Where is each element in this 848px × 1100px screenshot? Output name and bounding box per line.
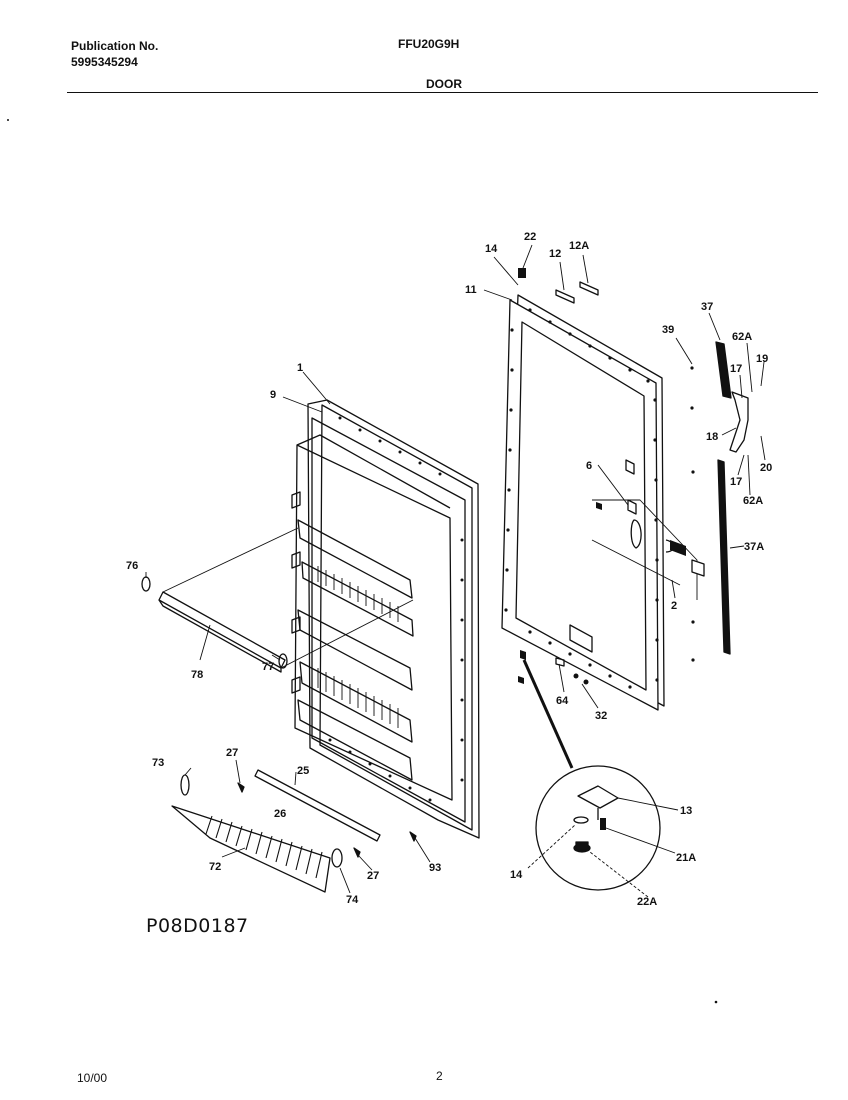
callout-labels: 1 9 76 78 77 73 27 25 26 72 27 74 93 14 …	[126, 231, 772, 908]
leader-lines	[145, 244, 766, 898]
publication-number: 5995345294	[71, 55, 138, 69]
callout-74: 74	[346, 894, 359, 906]
callout-22: 22	[524, 231, 536, 243]
callout-78: 78	[191, 669, 203, 681]
callout-27b: 27	[367, 870, 379, 882]
revision-date: 10/00	[77, 1071, 108, 1085]
callout-2: 2	[671, 600, 677, 612]
callout-93: 93	[429, 862, 441, 874]
callout-21A: 21A	[676, 852, 696, 864]
callout-11: 11	[465, 284, 477, 296]
outer-door-panel	[7, 119, 749, 1004]
callout-73: 73	[152, 757, 164, 769]
callout-17-top: 17	[730, 363, 742, 375]
page-number: 2	[436, 1069, 443, 1083]
callout-26: 26	[274, 808, 286, 820]
diagram-code: P08D0187	[146, 915, 249, 937]
callout-1: 1	[297, 362, 303, 374]
callout-12: 12	[549, 248, 561, 260]
model-number: FFU20G9H	[398, 37, 460, 51]
callout-18: 18	[706, 431, 718, 443]
callout-25: 25	[297, 765, 309, 777]
callout-64: 64	[556, 695, 569, 707]
callout-37A: 37A	[744, 541, 764, 553]
callout-72: 72	[209, 861, 221, 873]
callout-76: 76	[126, 560, 138, 572]
callout-37: 37	[701, 301, 713, 313]
bottom-hinge-detail	[522, 659, 661, 891]
callout-27a: 27	[226, 747, 238, 759]
callout-20: 20	[760, 462, 772, 474]
callout-19: 19	[756, 353, 768, 365]
callout-9: 9	[270, 389, 276, 401]
callout-32: 32	[595, 710, 607, 722]
callout-77: 77	[262, 661, 274, 673]
callout-39: 39	[662, 324, 674, 336]
callout-17-bottom: 17	[730, 476, 742, 488]
callout-13: 13	[680, 805, 692, 817]
section-title: DOOR	[426, 77, 462, 91]
callout-12A: 12A	[569, 240, 589, 252]
publication-label: Publication No.	[71, 39, 159, 53]
callout-6: 6	[586, 460, 592, 472]
callout-14a: 14	[485, 243, 498, 255]
door-liner	[291, 399, 480, 839]
callout-22A: 22A	[637, 896, 657, 908]
callout-62A-top: 62A	[732, 331, 752, 343]
callout-14b: 14	[510, 869, 523, 881]
kick-plate-parts	[171, 769, 417, 893]
callout-62A-bottom: 62A	[743, 495, 763, 507]
header-divider	[67, 92, 818, 93]
